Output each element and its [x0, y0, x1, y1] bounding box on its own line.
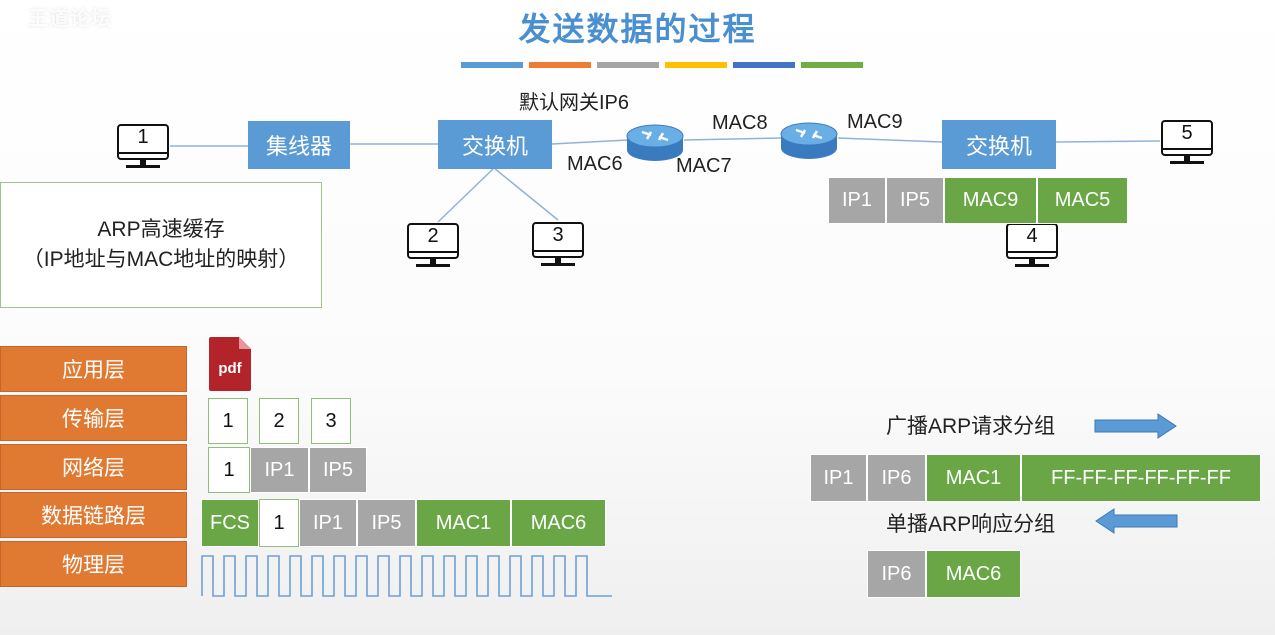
arp-request-dst-ip: IP6 — [867, 454, 926, 502]
computer-icon — [407, 223, 459, 267]
layer-application: 应用层 — [0, 346, 187, 392]
computer-5: 5 — [1160, 120, 1214, 166]
computer-icon — [532, 222, 584, 266]
router-left-icon — [626, 124, 684, 161]
watermark: 王道论坛 — [28, 8, 112, 30]
mac9-label: MAC9 — [847, 111, 903, 133]
pdf-file-icon: pdf — [208, 336, 252, 392]
segment-3: 3 — [311, 398, 351, 444]
layer-physical: 物理层 — [0, 541, 187, 587]
arp-cache-title: ARP高速缓存 — [97, 218, 225, 241]
title-stripe-blue — [461, 62, 523, 68]
frame-dst-mac: MAC6 — [511, 499, 606, 547]
computer-number: 2 — [427, 225, 439, 247]
computer-number: 3 — [552, 224, 564, 246]
frame-data: 1 — [259, 499, 299, 547]
mac8-label: MAC8 — [712, 112, 768, 134]
title-stripe-darkblue — [733, 62, 795, 68]
arp-request-label: 广播ARP请求分组 — [886, 415, 1056, 438]
right-frame-ip5: IP5 — [886, 177, 944, 224]
pdf-icon — [209, 337, 251, 391]
arp-cache-box: ARP高速缓存 （IP地址与MAC地址的映射） — [0, 182, 322, 308]
hub: 集线器 — [248, 121, 350, 169]
right-frame-mac9: MAC9 — [944, 177, 1037, 224]
segment-1: 1 — [208, 398, 248, 444]
layer-network: 网络层 — [0, 444, 187, 490]
frame-src-mac: MAC1 — [416, 499, 511, 547]
computer-3: 3 — [531, 222, 585, 268]
switch-left-label: 交换机 — [461, 133, 528, 159]
arp-cache-subtitle: （IP地址与MAC地址的映射） — [22, 248, 300, 271]
computer-icon — [117, 124, 169, 168]
computer-1: 1 — [116, 124, 170, 170]
computer-icon — [1006, 223, 1058, 267]
gateway-label: 默认网关IP6 — [519, 92, 630, 114]
right-frame-mac5: MAC5 — [1037, 177, 1128, 224]
packet-dst-ip: IP5 — [309, 447, 367, 493]
frame-dst-ip: IP5 — [357, 499, 416, 547]
computer-4: 4 — [1005, 223, 1059, 269]
hub-label: 集线器 — [265, 134, 332, 159]
mac7-label: MAC7 — [676, 155, 732, 177]
mac6-label: MAC6 — [567, 153, 623, 175]
switch-right: 交换机 — [942, 120, 1056, 169]
title-stripe-orange — [529, 62, 591, 68]
arp-request-src-ip: IP1 — [810, 454, 867, 502]
network-links — [170, 137, 1161, 223]
arrow-left-icon — [1095, 508, 1178, 534]
segment-2: 2 — [259, 398, 299, 444]
computer-number: 5 — [1181, 122, 1193, 144]
arrow-right-icon — [1094, 413, 1177, 439]
title-stripe-green — [801, 62, 863, 68]
packet-src-ip: IP1 — [250, 447, 309, 493]
arp-request-src-mac: MAC1 — [926, 454, 1021, 502]
page-title: 发送数据的过程 — [518, 11, 757, 47]
packet-data: 1 — [208, 447, 250, 493]
arp-reply-ip: IP6 — [867, 550, 926, 598]
frame-src-ip: IP1 — [299, 499, 357, 547]
pdf-label: pdf — [218, 360, 242, 377]
router-right-icon — [780, 122, 838, 159]
computer-icon — [1161, 120, 1213, 164]
computer-number: 1 — [137, 126, 149, 148]
bit-signal-waveform — [201, 555, 612, 597]
title-stripe-gray — [597, 62, 659, 68]
computer-number: 4 — [1026, 225, 1038, 247]
arp-reply-label: 单播ARP响应分组 — [886, 513, 1056, 536]
switch-right-label: 交换机 — [965, 133, 1032, 159]
layer-datalink: 数据链路层 — [0, 492, 187, 538]
right-frame-ip1: IP1 — [828, 177, 886, 224]
arp-request-broadcast-mac: FF-FF-FF-FF-FF-FF — [1021, 454, 1261, 502]
arp-reply-mac: MAC6 — [926, 550, 1021, 598]
frame-fcs: FCS — [201, 499, 259, 547]
title-stripe-yellow — [665, 62, 727, 68]
computer-2: 2 — [406, 223, 460, 269]
layer-transport: 传输层 — [0, 395, 187, 441]
switch-left: 交换机 — [438, 120, 552, 169]
